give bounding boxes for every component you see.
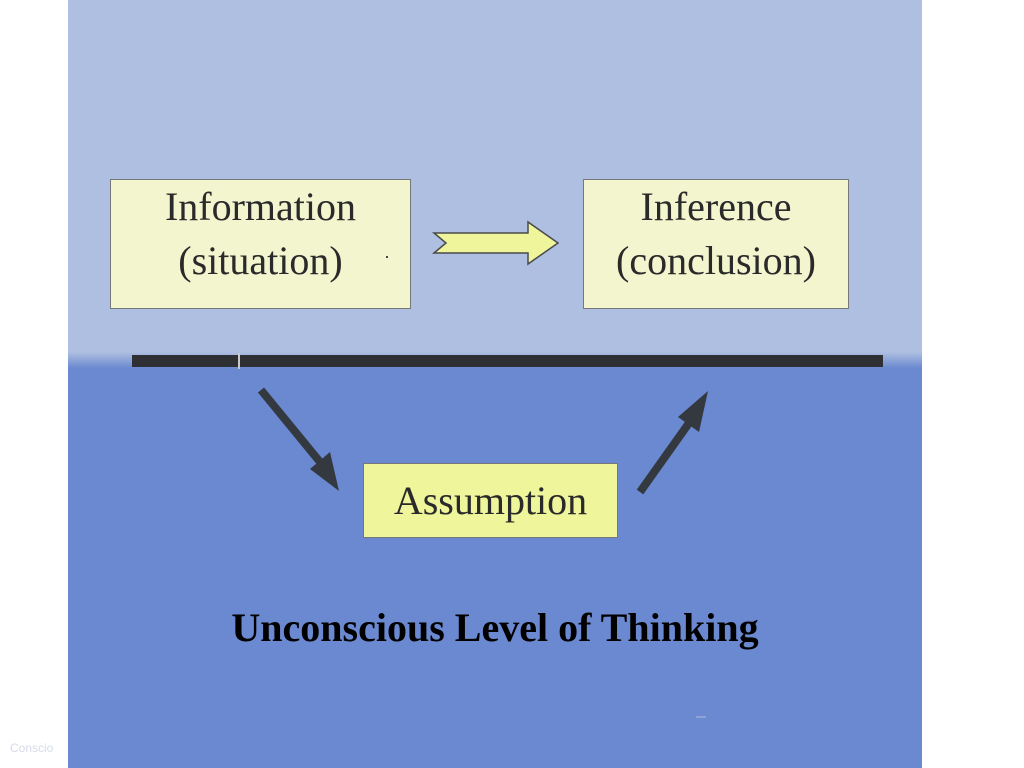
stray-dot bbox=[386, 256, 388, 258]
small-mark bbox=[696, 716, 706, 718]
slide-panel: Information (situation) Inference (concl… bbox=[68, 0, 922, 768]
information-to-assumption-arrow bbox=[257, 387, 339, 491]
inference-label: Inference bbox=[640, 184, 792, 229]
conclusion-label: (conclusion) bbox=[616, 238, 816, 283]
awareness-divider bbox=[132, 355, 883, 367]
assumption-to-inference-arrow bbox=[636, 391, 708, 495]
diagram-arrows bbox=[257, 220, 708, 495]
inference-box: Inference (conclusion) bbox=[583, 179, 849, 309]
slide-title: Unconscious Level of Thinking bbox=[231, 605, 759, 650]
information-label: Information bbox=[164, 184, 357, 229]
information-box: Information (situation) bbox=[110, 179, 411, 309]
assumption-label: Assumption bbox=[393, 477, 588, 523]
divider-notch bbox=[238, 353, 240, 369]
situation-label: (situation) bbox=[178, 238, 343, 283]
assumption-box: Assumption bbox=[363, 463, 618, 538]
information-to-inference-arrow bbox=[431, 220, 560, 266]
unconscious-region bbox=[68, 360, 922, 768]
footer-text: Conscio bbox=[10, 741, 54, 755]
